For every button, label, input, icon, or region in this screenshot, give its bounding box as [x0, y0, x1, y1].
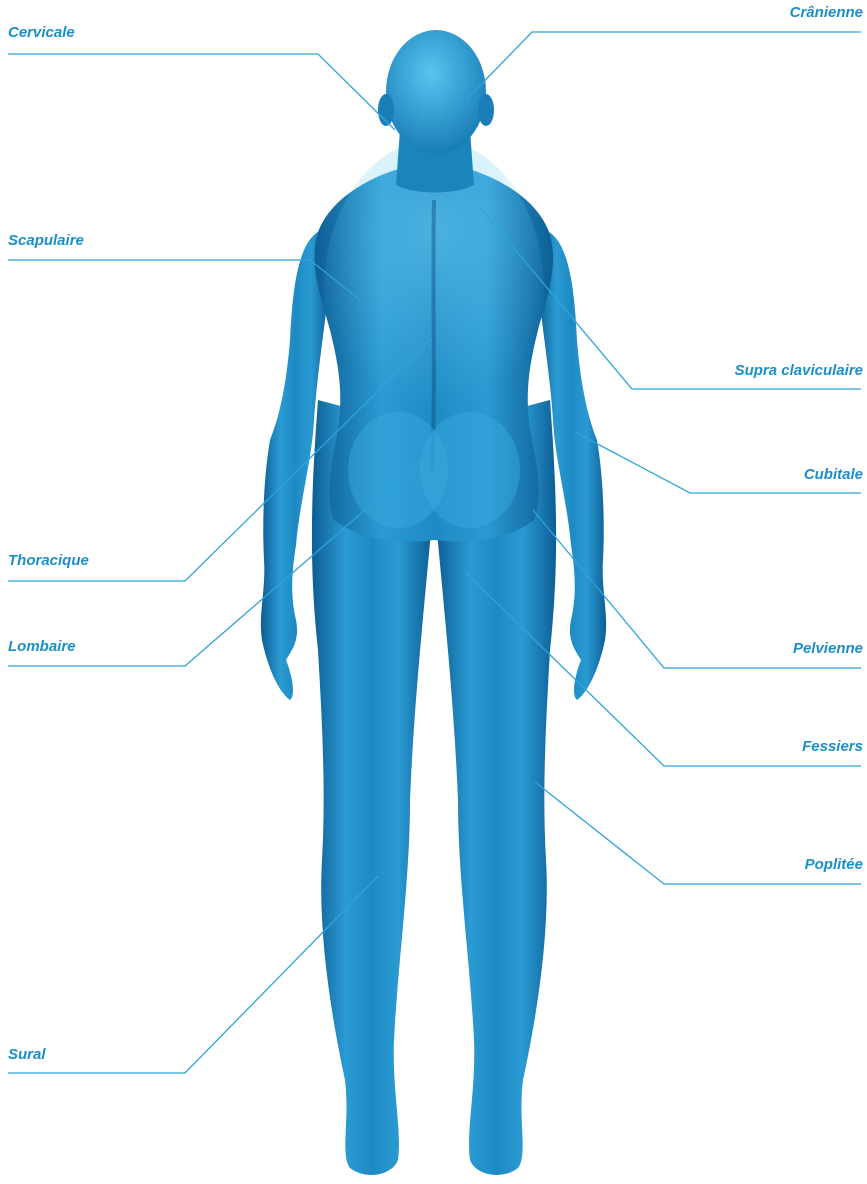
label-thoracique: Thoracique	[8, 552, 89, 570]
label-poplitee: Poplitée	[805, 856, 863, 874]
label-scapulaire: Scapulaire	[8, 232, 84, 250]
label-lombaire: Lombaire	[8, 638, 76, 656]
label-cranienne: Crânienne	[790, 4, 863, 22]
label-supra-claviculaire: Supra claviculaire	[735, 362, 863, 380]
label-cervicale: Cervicale	[8, 24, 75, 42]
label-cubitale: Cubitale	[804, 466, 863, 484]
human-body-back-view-icon	[261, 30, 606, 1175]
label-sural: Sural	[8, 1046, 46, 1064]
label-pelvienne: Pelvienne	[793, 640, 863, 658]
leader-line-cranienne	[466, 32, 861, 100]
label-fessiers: Fessiers	[802, 738, 863, 756]
leader-line-cervicale	[8, 54, 395, 130]
